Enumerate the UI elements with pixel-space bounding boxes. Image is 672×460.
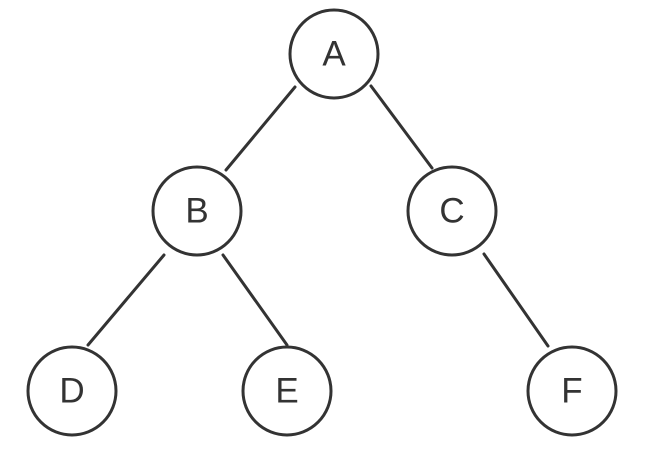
edge-c-f xyxy=(482,252,550,348)
edge-b-d xyxy=(86,253,166,347)
edge-a-c xyxy=(369,84,434,170)
node-e-circle xyxy=(241,345,333,437)
tree-node-b: B xyxy=(151,165,243,257)
node-c-label: C xyxy=(439,192,464,231)
node-f-label: F xyxy=(561,372,582,411)
node-a-circle xyxy=(288,8,380,100)
node-a-label: A xyxy=(322,35,346,74)
tree-node-c: C xyxy=(406,165,498,257)
node-e-label: E xyxy=(275,372,298,411)
tree-node-d: D xyxy=(26,345,118,437)
tree-node-f: F xyxy=(526,345,618,437)
node-c-circle xyxy=(406,165,498,257)
edges xyxy=(86,84,550,348)
node-b-label: B xyxy=(185,192,208,231)
node-d-circle xyxy=(26,345,118,437)
node-f-circle xyxy=(526,345,618,437)
node-d-label: D xyxy=(59,372,84,411)
tree-node-a: A xyxy=(288,8,380,100)
edge-b-e xyxy=(221,253,289,347)
tree-node-e: E xyxy=(241,345,333,437)
node-b-circle xyxy=(151,165,243,257)
edge-a-b xyxy=(224,85,297,172)
